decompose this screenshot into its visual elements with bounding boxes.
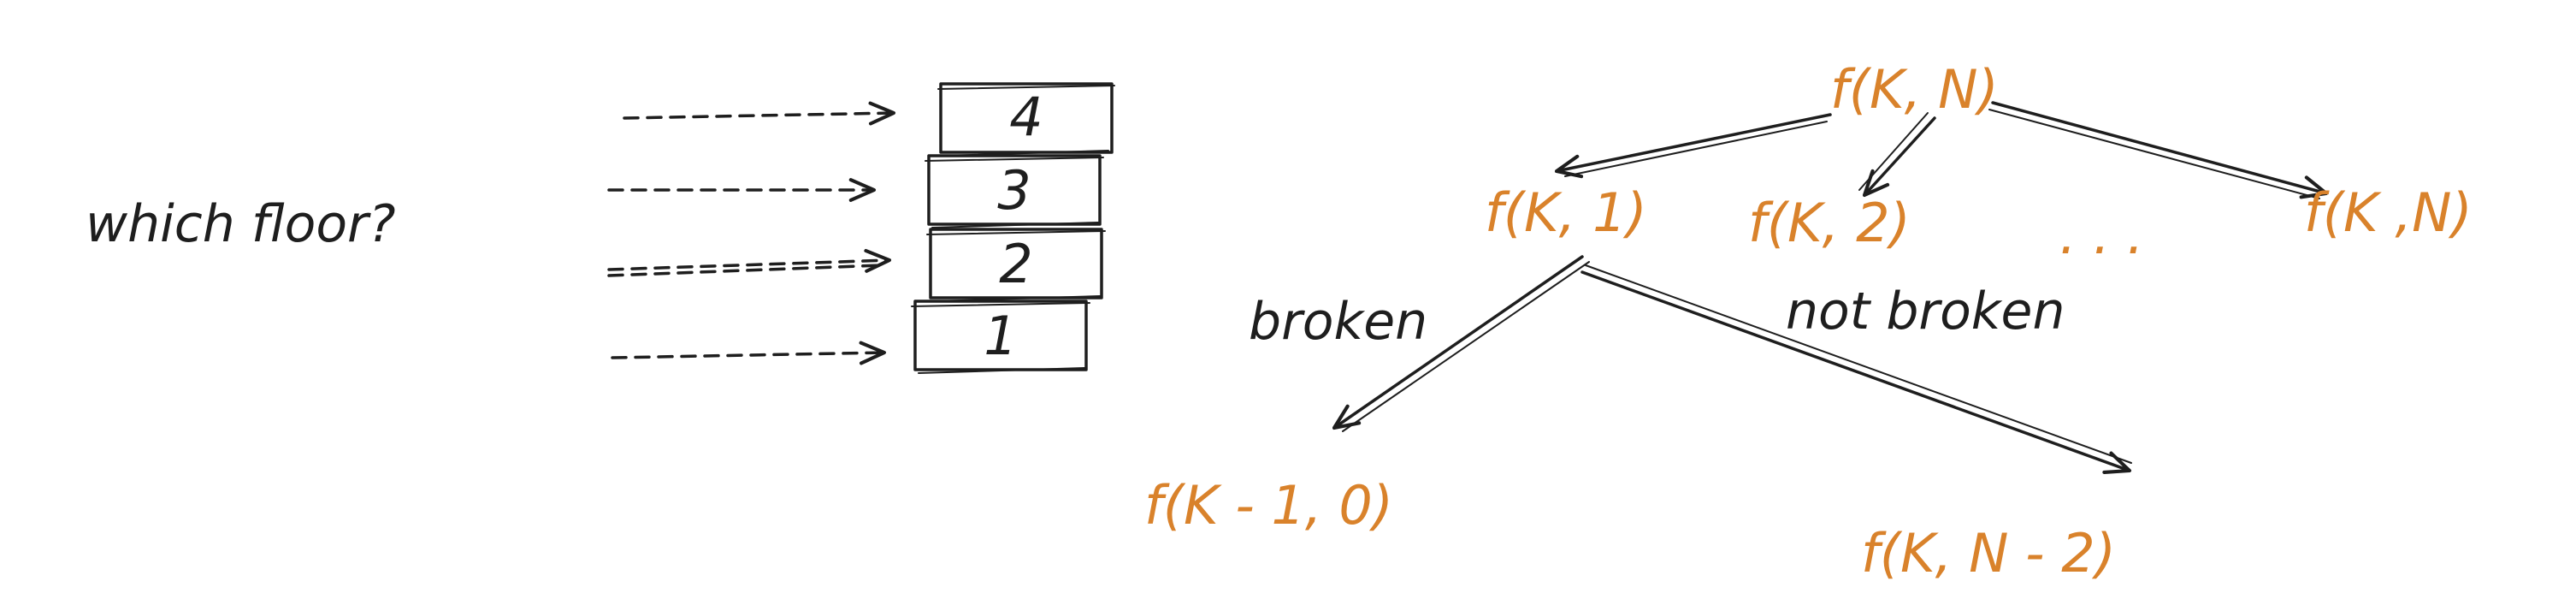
arrow-to-floor-2-sketch xyxy=(607,264,883,277)
floor-1 xyxy=(911,300,1090,374)
broken-result-node: f(K - 1, 0) xyxy=(1144,474,1393,537)
not-broken-result-node: f(K, N - 2) xyxy=(1861,522,2116,584)
tree-child-k1: f(K, 1) xyxy=(1485,181,1647,244)
not-broken-label: not broken xyxy=(1786,282,2065,341)
tree-root-node: f(K, N) xyxy=(1830,58,1999,121)
floor-1-label: 1 xyxy=(984,305,1017,367)
floor-4-label: 4 xyxy=(1009,86,1043,148)
question-label: which floor? xyxy=(86,194,396,254)
edge-not-broken xyxy=(1580,270,2132,474)
arrow-to-floor-4 xyxy=(623,101,896,126)
arrow-to-floor-2 xyxy=(607,248,892,273)
edge-broken xyxy=(1332,255,1584,430)
tree-edges xyxy=(1332,101,2329,474)
floor-4 xyxy=(937,82,1115,157)
floor-3 xyxy=(925,154,1104,228)
edge-root-to-k1 xyxy=(1554,113,1832,179)
tree-child-kn: f(K ,N) xyxy=(2304,181,2473,244)
broken-label: broken xyxy=(1249,292,1427,352)
tree-child-k2: f(K, 2) xyxy=(1748,192,1911,254)
floor-arrows xyxy=(607,101,896,365)
arrow-to-floor-1 xyxy=(611,341,887,365)
floor-3-label: 3 xyxy=(997,159,1031,222)
edge-root-to-kn xyxy=(1991,101,2329,199)
tree-ellipsis: . . . xyxy=(2059,204,2144,266)
edge-root-to-k2 xyxy=(1862,116,1936,198)
floor-2 xyxy=(926,228,1106,302)
building xyxy=(911,82,1115,374)
floor-2-label: 2 xyxy=(999,233,1032,295)
